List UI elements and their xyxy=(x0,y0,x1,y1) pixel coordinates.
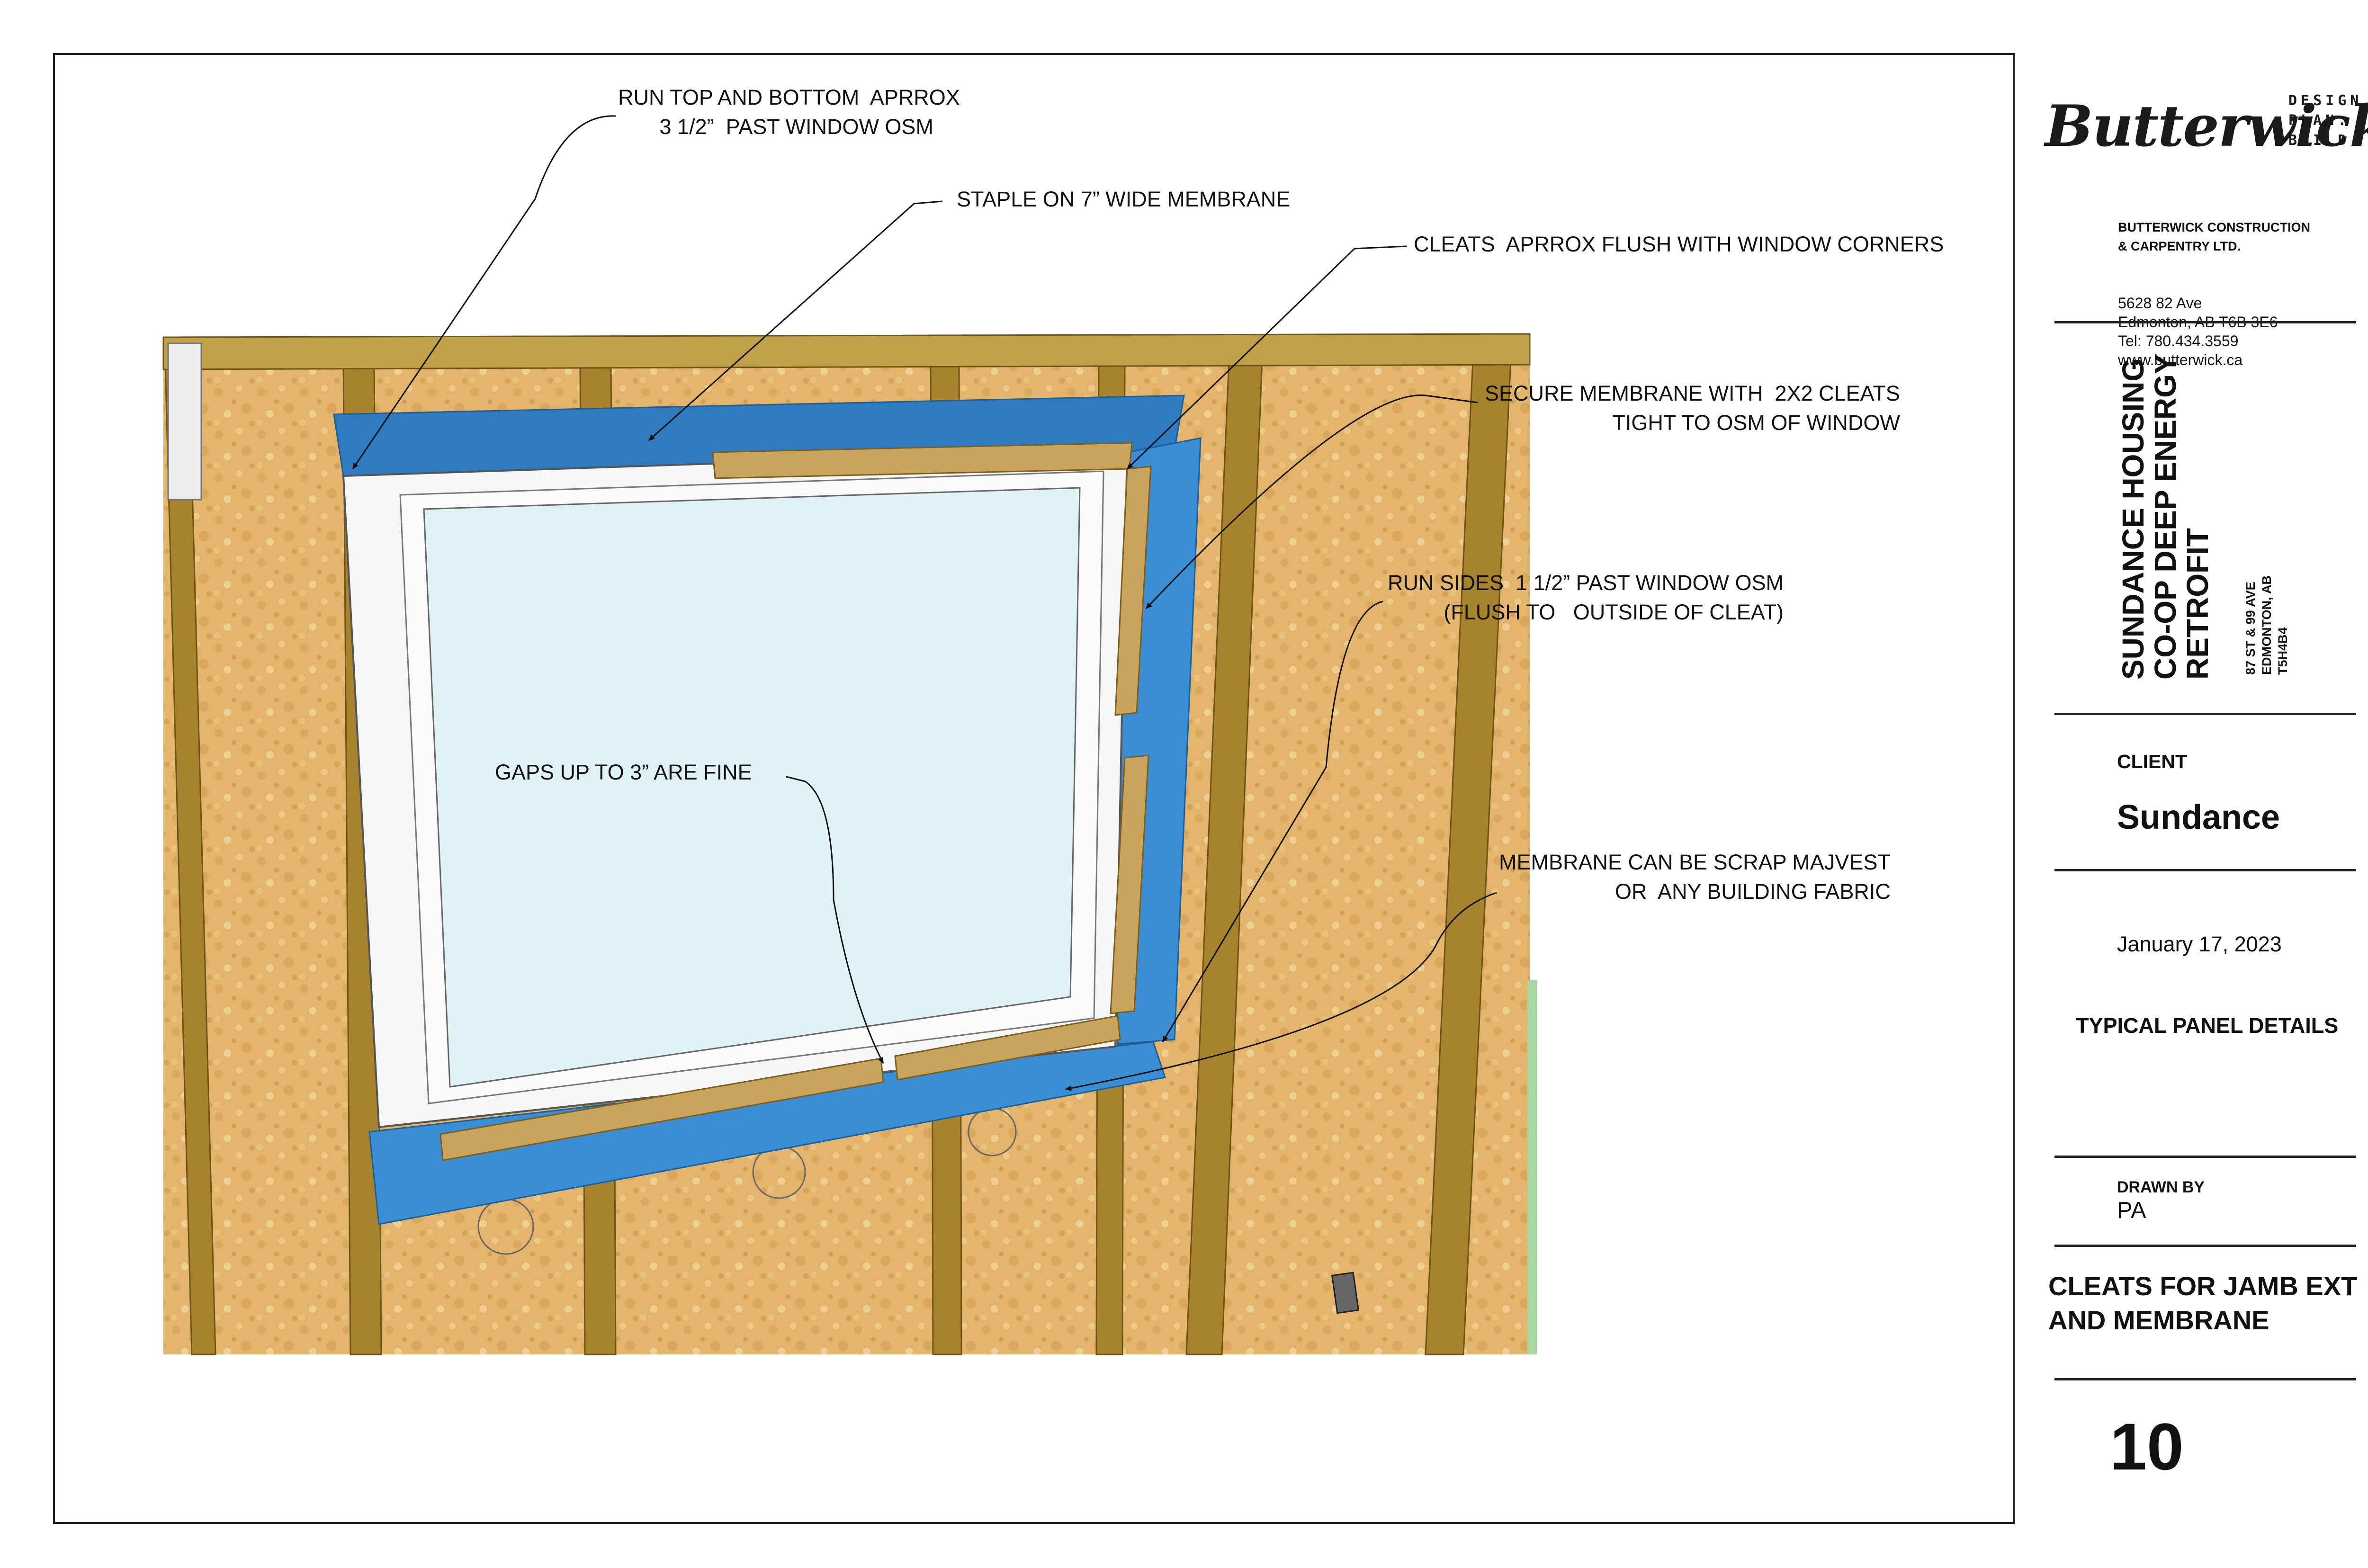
company-info: BUTTERWICK CONSTRUCTION & CARPENTRY LTD.… xyxy=(2118,180,2310,388)
leader-lines xyxy=(352,115,1497,1091)
client-label: CLIENT xyxy=(2117,751,2188,772)
project-title: SUNDANCE HOUSING CO-OP DEEP ENERGY RETRO… xyxy=(2116,354,2215,680)
cleats xyxy=(440,442,1152,1161)
metal-strap xyxy=(167,342,202,501)
annotation-run-top-bottom: RUN TOP AND BOTTOM APRROX 3 1/2” PAST WI… xyxy=(618,85,960,139)
company-address: 5628 82 Ave Edmonton, AB T6B 3E6 Tel: 78… xyxy=(2118,295,2278,368)
sheet-number: 10 xyxy=(2110,1409,2184,1484)
annotation-secure-membrane: SECURE MEMBRANE WITH 2X2 CLEATS TIGHT TO… xyxy=(1485,381,1900,435)
drawn-by-label: DRAWN BY xyxy=(2117,1178,2205,1196)
company-name: BUTTERWICK CONSTRUCTION & CARPENTRY LTD. xyxy=(2118,220,2310,253)
client-name: Sundance xyxy=(2117,798,2280,836)
drawing-title: CLEATS FOR JAMB EXT AND MEMBRANE xyxy=(2048,1271,2358,1335)
annotation-membrane-scrap: MEMBRANE CAN BE SCRAP MAJVEST OR ANY BUI… xyxy=(1499,850,1891,904)
title-rule-5 xyxy=(2054,1245,2356,1247)
top-plate xyxy=(162,333,1531,370)
window xyxy=(342,448,1129,1129)
annotation-cleats-flush: CLEATS APRROX FLUSH WITH WINDOW CORNERS xyxy=(1414,232,1944,256)
drawn-by: PA xyxy=(2117,1198,2146,1223)
electrical-box xyxy=(1331,1272,1360,1314)
annotation-gaps: GAPS UP TO 3” ARE FINE xyxy=(495,760,752,784)
sheet-group: TYPICAL PANEL DETAILS xyxy=(2076,1013,2339,1038)
wall-panel-illustration xyxy=(162,115,1537,1355)
logo-wordmark: Butterwick xyxy=(2045,93,2368,160)
logo-tagline: DESIGN. PLAN. BUILD. xyxy=(2288,92,2368,149)
side-panel-edge xyxy=(1527,980,1537,1354)
annotation-run-sides: RUN SIDES 1 1/2” PAST WINDOW OSM (FLUSH … xyxy=(1388,571,1784,624)
title-rule-2 xyxy=(2054,713,2356,715)
project-address: 87 ST & 99 AVE EDMONTON, AB T5H4B4 xyxy=(2243,575,2290,675)
title-rule-4 xyxy=(2054,1156,2356,1158)
annotation-staple-membrane: STAPLE ON 7” WIDE MEMBRANE xyxy=(957,187,1291,211)
title-rule-1 xyxy=(2054,321,2356,323)
title-rule-3 xyxy=(2054,869,2356,871)
drawing-border xyxy=(53,53,2015,1524)
drawing-date: January 17, 2023 xyxy=(2117,932,2282,956)
title-rule-6 xyxy=(2054,1378,2356,1380)
